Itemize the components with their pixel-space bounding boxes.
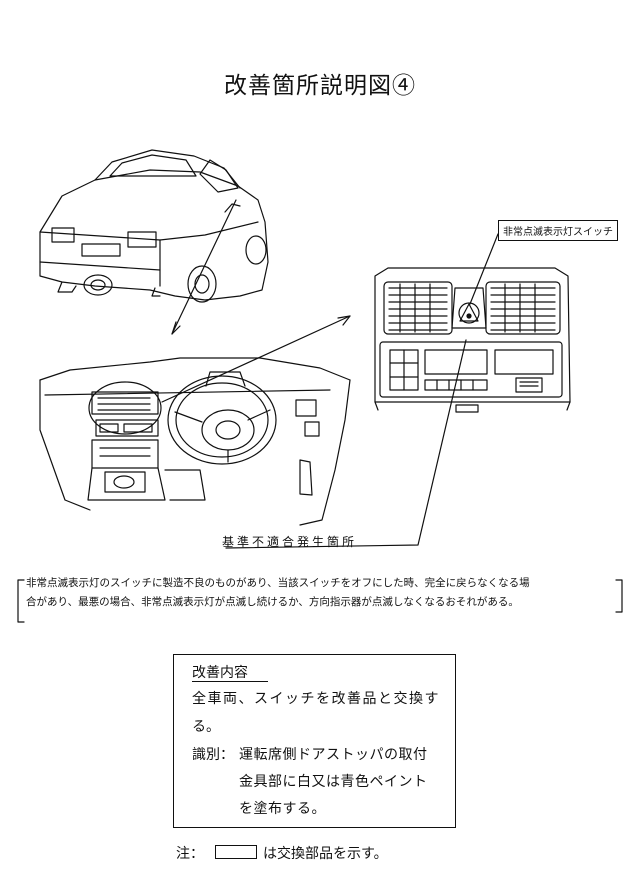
page-title: 改善箇所説明図④ bbox=[224, 73, 416, 99]
dashboard-illustration bbox=[39, 357, 351, 526]
center-panel-detail bbox=[374, 267, 571, 413]
identification-line-1: 運転席側ドアストッパの取付 bbox=[239, 747, 428, 763]
improvement-line-2: る。 bbox=[192, 719, 220, 735]
label-defect-location: 基準不適合発生箇所 bbox=[222, 535, 358, 549]
description-brackets bbox=[17, 579, 623, 623]
label-hazard-switch: 非常点滅表示灯スイッチ bbox=[498, 220, 618, 241]
identification-line-3: を塗布する。 bbox=[239, 801, 326, 817]
pointer-arrows bbox=[161, 199, 351, 403]
defect-description: 非常点滅表示灯のスイッチに製造不良のものがあり、当該スイッチをオフにした時、完全… bbox=[26, 574, 616, 612]
identification-line-2: 金具部に白又は青色ペイント bbox=[239, 774, 428, 790]
description-line-1: 非常点滅表示灯のスイッチに製造不良のものがあり、当該スイッチをオフにした時、完全… bbox=[26, 577, 530, 589]
note-prefix: 注： bbox=[176, 846, 204, 862]
note-legend-rectangle bbox=[215, 845, 257, 859]
car-illustration bbox=[39, 149, 269, 303]
improvement-heading: 改善内容 bbox=[192, 665, 248, 681]
improvement-box bbox=[173, 654, 456, 828]
leader-lines bbox=[225, 233, 499, 549]
improvement-line-1: 全車両、スイッチを改善品と交換す bbox=[192, 691, 440, 707]
description-line-2: 合があり、最悪の場合、非常点滅表示灯が点滅し続けるか、方向指示器が点滅しなくなる… bbox=[26, 596, 519, 608]
note-text: は交換部品を示す。 bbox=[263, 846, 388, 862]
heading-underline bbox=[192, 681, 268, 683]
identification-label: 識別： bbox=[192, 747, 234, 763]
